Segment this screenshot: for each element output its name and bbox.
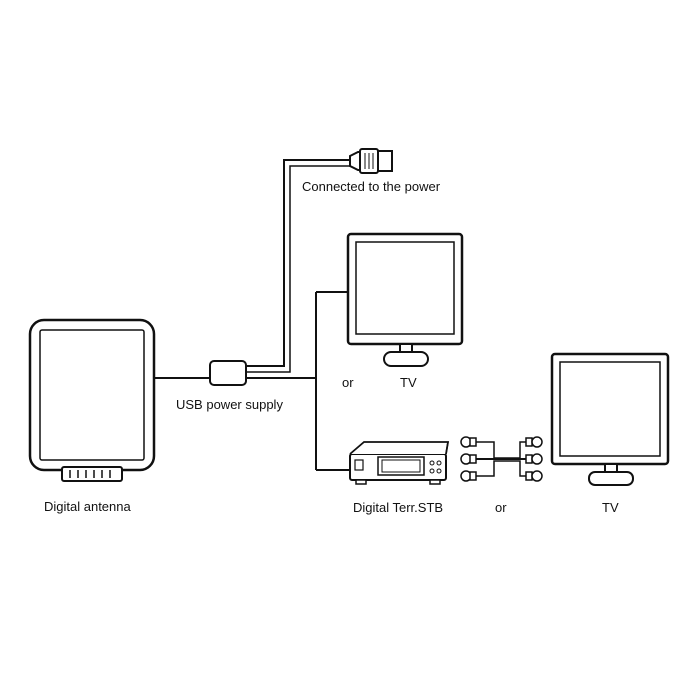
or-label-top: or — [342, 375, 354, 390]
power-label: Connected to the power — [302, 179, 441, 194]
usb-power-cable-a — [240, 159, 350, 367]
tv-monitor-icon — [346, 232, 464, 367]
tv-label-top: TV — [400, 375, 417, 390]
tv-label-bottom: TV — [602, 500, 619, 515]
tv-monitor-icon — [550, 352, 670, 486]
usb-plug-icon — [349, 148, 393, 174]
usb-power-cable-b — [240, 165, 350, 373]
usb-power-supply-label: USB power supply — [176, 397, 283, 412]
or-label-bottom: or — [495, 500, 507, 515]
cables — [152, 159, 352, 471]
set-top-box-icon — [349, 441, 450, 485]
usb-power-supply-icon — [209, 360, 247, 386]
digital-antenna-icon — [28, 318, 156, 482]
rca-cable — [474, 441, 528, 477]
digital-antenna-label: Digital antenna — [44, 499, 131, 514]
stb-label: Digital Terr.STB — [353, 500, 444, 515]
rca-connector-icon — [460, 436, 543, 482]
